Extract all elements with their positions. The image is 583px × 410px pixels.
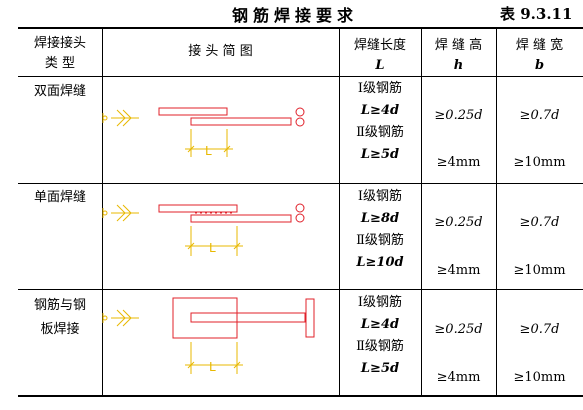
row3-dimension-line (185, 342, 243, 374)
row2-height: ≥0.25d (434, 215, 483, 230)
header-separator (18, 76, 583, 77)
row3-plate-and-bar (172, 297, 315, 339)
row-separator-2 (18, 289, 583, 290)
row1-end-mark (102, 109, 139, 127)
single-side-weld-diagram: L (102, 203, 305, 256)
row1-type: 双面焊缝 (33, 84, 86, 99)
row2-width-min: ≥10mm (513, 263, 566, 278)
row2-length-requirement: Ⅰ级钢筋 L≥8d Ⅱ级钢筋 L≥10d (356, 189, 404, 270)
row2-end-mark (102, 204, 139, 222)
table-title: 钢筋焊接要求 (232, 6, 359, 25)
row1-height-min: ≥4mm (436, 155, 481, 170)
row1-dimension-line (185, 129, 233, 157)
row3-width: ≥0.7d (519, 322, 560, 337)
row1-width-min: ≥10mm (513, 155, 566, 170)
row-separator-1 (18, 183, 583, 184)
header-diagram: 接 头 简 图 (188, 44, 253, 59)
row3-type: 钢筋与钢 板焊接 (33, 298, 86, 337)
row2-width: ≥0.7d (519, 215, 560, 230)
row1-bars (158, 107, 305, 127)
row2-dimension-label: L (209, 241, 216, 255)
row3-width-min: ≥10mm (513, 370, 566, 385)
table-number: 表 9.3.11 (500, 5, 573, 23)
double-side-weld-diagram: L (102, 107, 305, 158)
row3-end-mark (102, 309, 139, 327)
row1-length-requirement: Ⅰ级钢筋 L≥4d Ⅱ级钢筋 L≥5d (356, 81, 404, 162)
row3-height: ≥0.25d (434, 322, 483, 337)
header-weld-length: 焊缝长度 L (353, 38, 406, 73)
row1-height: ≥0.25d (434, 108, 483, 123)
col-divider-2 (339, 28, 340, 395)
row3-dimension-label: L (209, 360, 216, 374)
row3-length-requirement: Ⅰ级钢筋 L≥4d Ⅱ级钢筋 L≥5d (356, 295, 404, 376)
row1-dimension-label: L (205, 144, 212, 158)
bottom-rule (18, 395, 583, 397)
header-weld-height: 焊 缝 高 h (434, 38, 483, 73)
row2-dimension-line (185, 226, 243, 256)
top-rule (18, 27, 583, 29)
row2-type: 单面焊缝 (33, 190, 86, 205)
col-divider-4 (496, 28, 497, 395)
bar-to-plate-weld-diagram: L (102, 297, 315, 374)
header-joint-type: 焊接接头 类 型 (33, 36, 86, 71)
col-divider-3 (421, 28, 422, 395)
header-weld-width: 焊 缝 宽 b (515, 38, 564, 73)
row2-height-min: ≥4mm (436, 263, 481, 278)
row3-height-min: ≥4mm (436, 370, 481, 385)
row1-width: ≥0.7d (519, 108, 560, 123)
row2-bars (158, 203, 305, 223)
